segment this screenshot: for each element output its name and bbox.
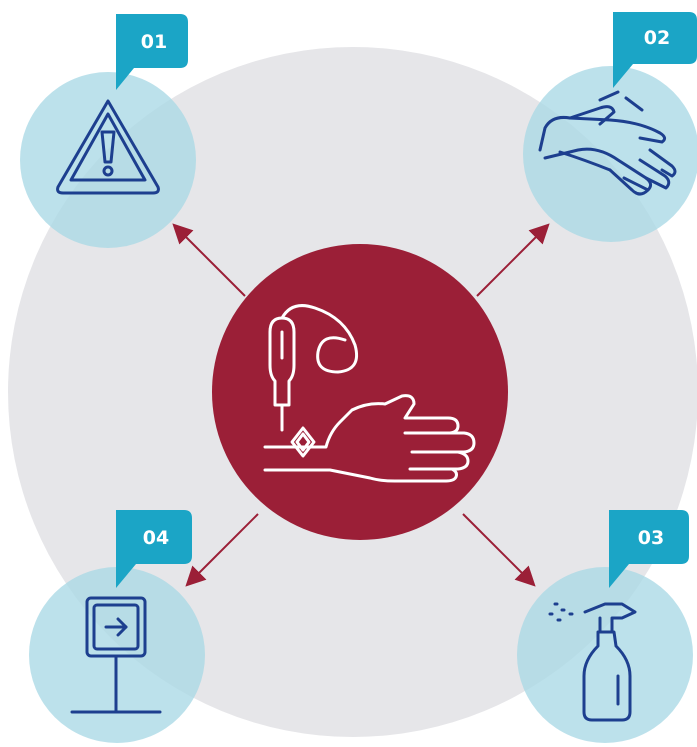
step-02: 02 — [523, 12, 697, 242]
center-circle — [212, 244, 508, 540]
exit-sign-icon — [70, 596, 162, 714]
step-04-number: 04 — [143, 527, 169, 549]
step-01-circle — [20, 72, 196, 248]
step-03: 03 — [517, 510, 693, 743]
arrow-to-step-04 — [185, 513, 259, 587]
arrow-to-step-03 — [462, 513, 536, 587]
step-01: 01 — [20, 14, 196, 248]
tattoo-machine-hand-icon — [263, 304, 476, 483]
step-03-number: 03 — [638, 527, 664, 549]
step-01-badge — [116, 14, 188, 90]
arrow-to-step-02 — [476, 223, 550, 297]
arrows — [172, 223, 550, 587]
step-02-number: 02 — [644, 27, 670, 49]
step-03-circle — [517, 567, 693, 743]
spray-bottle-icon — [548, 602, 637, 722]
step-04: 04 — [29, 510, 205, 743]
warning-triangle-icon — [56, 99, 160, 195]
arrow-to-step-01 — [172, 223, 246, 297]
gloves-hand-icon — [538, 90, 677, 196]
step-04-badge — [116, 510, 192, 588]
step-01-number: 01 — [141, 31, 167, 53]
step-03-badge — [609, 510, 689, 588]
step-02-badge — [613, 12, 697, 88]
